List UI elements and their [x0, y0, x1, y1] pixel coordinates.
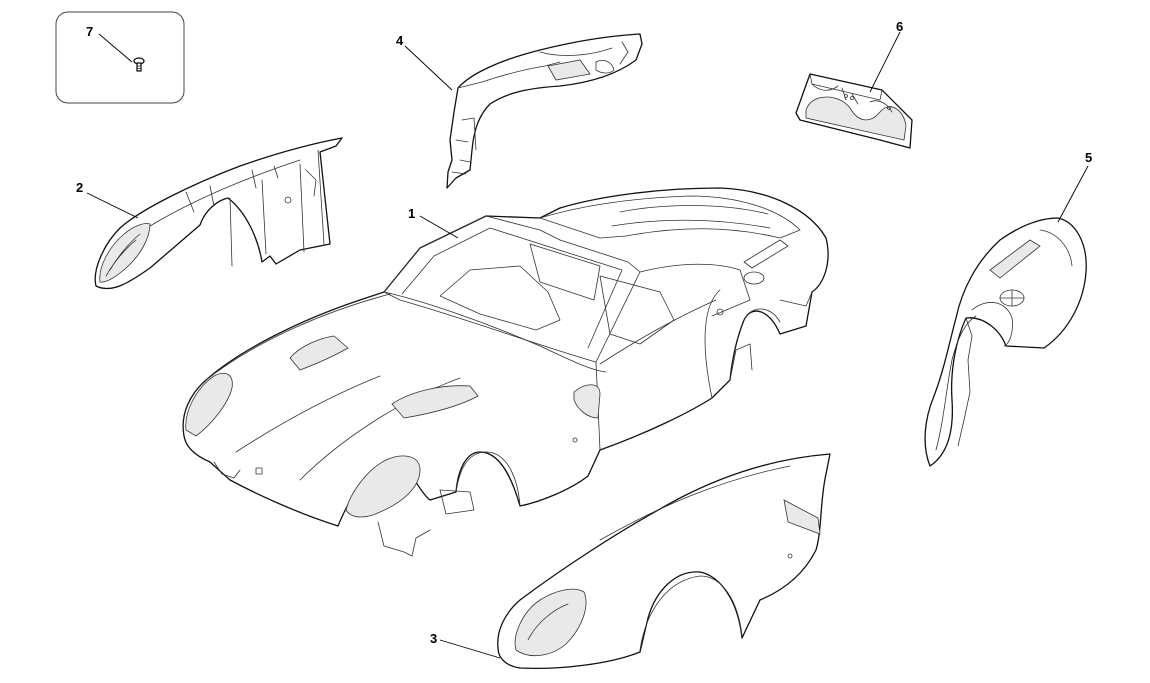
body-shell-part[interactable] — [182, 187, 829, 557]
screw-part[interactable] — [133, 57, 145, 72]
leader-6 — [869, 31, 901, 93]
leader-2 — [86, 192, 139, 219]
callout-7: 7 — [86, 24, 93, 39]
leader-4 — [404, 45, 453, 91]
callout-labels: 1 2 3 4 5 6 7 — [76, 19, 1092, 646]
rear-inner-wheelhouse-part[interactable] — [446, 33, 643, 189]
leader-1 — [419, 215, 459, 239]
rear-fender-part[interactable] — [924, 217, 1087, 467]
callout-1: 1 — [408, 206, 415, 221]
callout-4: 4 — [396, 33, 404, 48]
callout-3: 3 — [430, 631, 437, 646]
front-fender-part[interactable] — [497, 453, 831, 669]
leader-7 — [98, 33, 133, 63]
inset-box — [55, 11, 185, 104]
callout-5: 5 — [1085, 150, 1092, 165]
callout-6: 6 — [896, 19, 903, 34]
panel-part[interactable] — [795, 73, 913, 149]
callout-2: 2 — [76, 180, 83, 195]
leader-5 — [1057, 165, 1089, 223]
inset-screw-group — [55, 11, 185, 104]
leader-3 — [439, 639, 501, 659]
leader-lines — [86, 31, 1089, 659]
front-inner-wheelhouse-part[interactable] — [94, 137, 343, 290]
